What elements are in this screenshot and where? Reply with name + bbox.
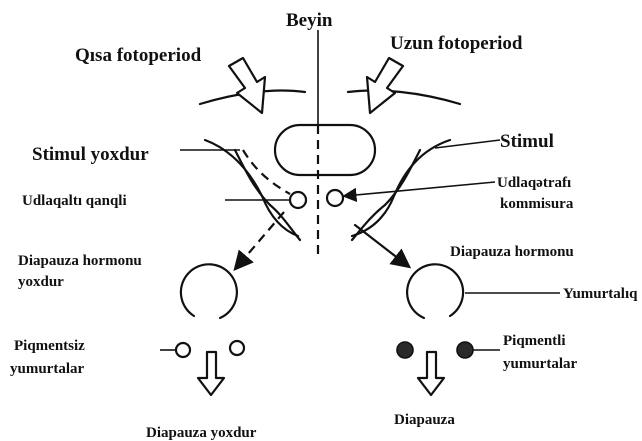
ovary-right xyxy=(407,264,463,318)
label-commissure-line1: Udlaqətrafı xyxy=(497,175,571,191)
no-diapause-arrow xyxy=(198,352,224,395)
label-diapause: Diapauza xyxy=(394,412,455,428)
diapause-arrow xyxy=(418,352,444,395)
label-no-hormone-line1: Diapauza hormonu xyxy=(18,253,142,269)
brain-oval xyxy=(275,125,375,175)
solid-arrow-hormone xyxy=(355,225,408,266)
label-brain: Beyin xyxy=(286,10,333,31)
label-pigmented-line2: yumurtalar xyxy=(503,356,578,372)
label-subesophageal-ganglion: Udlaqaltı qanqli xyxy=(22,193,127,209)
label-commissure-line2: kommisura xyxy=(500,196,574,212)
unpigmented-egg-right xyxy=(230,341,244,355)
brain-outline xyxy=(200,91,460,241)
pigmented-egg-left xyxy=(397,342,413,358)
label-no-stimulus: Stimul yoxdur xyxy=(32,144,149,165)
label-short-photoperiod: Qısa fotoperiod xyxy=(75,45,202,66)
label-pigmented-line1: Piqmentli xyxy=(503,333,566,349)
label-unpigmented-line1: Piqmentsiz xyxy=(14,338,85,354)
long-photoperiod-arrow xyxy=(367,58,403,113)
label-no-hormone-line2: yoxdur xyxy=(18,274,64,290)
ganglion-right xyxy=(327,190,343,206)
label-long-photoperiod: Uzun fotoperiod xyxy=(390,33,523,54)
label-ovary: Yumurtalıq xyxy=(563,286,638,302)
unpigmented-egg-left xyxy=(176,343,190,357)
label-stimulus: Stimul xyxy=(500,131,554,152)
label-no-diapause: Diapauza yoxdur xyxy=(146,425,257,441)
ovary-left xyxy=(181,264,237,318)
dashed-pathway-no-stimulus xyxy=(243,150,290,194)
ganglion-left xyxy=(290,192,306,208)
label-unpigmented-line2: yumurtalar xyxy=(10,361,85,377)
label-diapause-hormone: Diapauza hormonu xyxy=(450,244,574,260)
short-photoperiod-arrow xyxy=(229,58,265,113)
pointer-commissure xyxy=(345,182,495,196)
pigmented-egg-right xyxy=(457,342,473,358)
